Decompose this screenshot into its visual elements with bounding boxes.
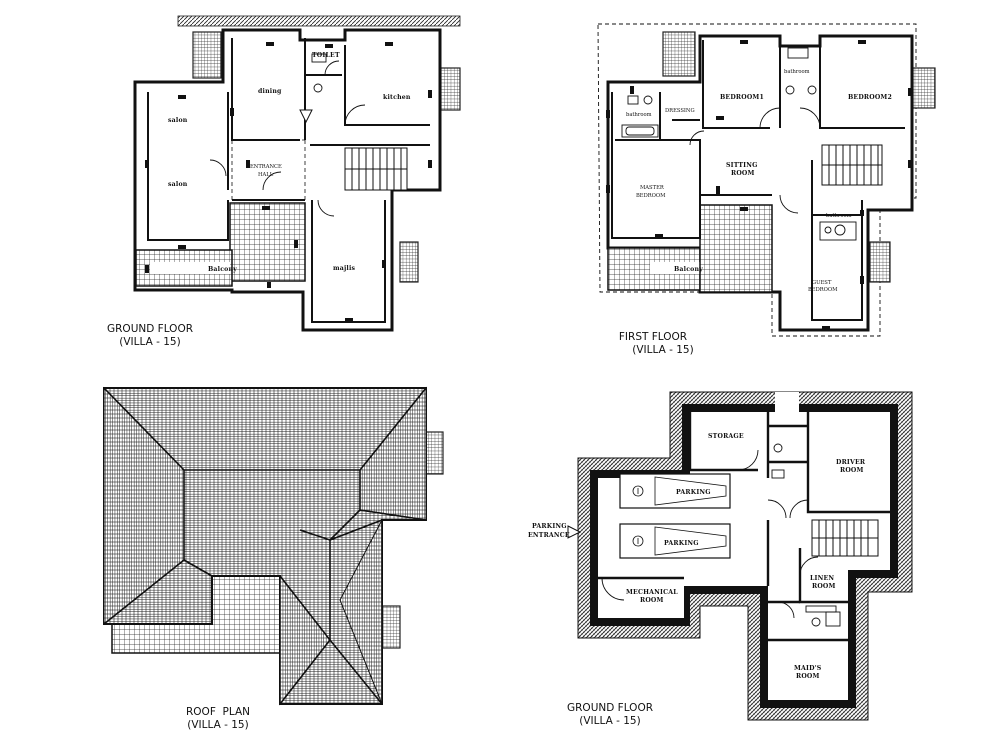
- room-label-bedroom1: BEDROOM1: [720, 94, 764, 101]
- ground-floor-caption: GROUND FLOOR (VILLA - 15): [95, 323, 205, 349]
- room-label-dining: dining: [258, 88, 282, 95]
- room-label-balcony: Balcony: [208, 266, 237, 273]
- room-label-linen-line1: LINEN: [810, 575, 834, 582]
- first-floor-subtitle: (VILLA - 15): [632, 344, 694, 356]
- room-label-bathroom-right: bathroom: [826, 213, 852, 219]
- room-label-mechanical-line2: ROOM: [640, 597, 664, 604]
- ground-floor-plan: dining TOILET kitchen salon salon ENTRAN…: [133, 15, 461, 332]
- room-label-maids-line2: ROOM: [796, 673, 820, 680]
- room-label-bedroom2: BEDROOM2: [848, 94, 892, 101]
- room-label-salon-2: salon: [168, 181, 188, 188]
- room-label-guest-line2: BEDROOM: [808, 287, 838, 293]
- first-floor-plan: bathroom BEDROOM1 BEDROOM2 bathroom DRES…: [597, 23, 936, 337]
- room-label-entrance-line1: PARKING: [532, 523, 567, 530]
- room-label-majlis: majlis: [333, 265, 355, 272]
- first-floor-caption: FIRST FLOOR (VILLA - 15): [598, 331, 708, 357]
- room-label-entrance-line2: HALL: [258, 172, 274, 178]
- room-label-toilet: TOILET: [312, 52, 340, 59]
- room-label-entrance-line2: ENTRANCE: [528, 532, 570, 539]
- roof-plan-subtitle: (VILLA - 15): [187, 719, 249, 731]
- basement-title: GROUND FLOOR: [567, 702, 653, 714]
- room-label-dressing: DRESSING: [665, 108, 695, 114]
- ground-floor-subtitle: (VILLA - 15): [119, 336, 181, 348]
- room-label-master-line1: MASTER: [640, 185, 665, 191]
- ground-floor-title: GROUND FLOOR: [107, 323, 193, 335]
- room-label-parking-2: PARKING: [664, 540, 699, 547]
- room-label-entrance-line1: ENTRANCE: [250, 164, 282, 170]
- room-label-parking-1: PARKING: [676, 489, 711, 496]
- room-label-mechanical-line1: MECHANICAL: [626, 589, 678, 596]
- basement-subtitle: (VILLA - 15): [579, 715, 641, 727]
- room-label-bathroom-top: bathroom: [784, 69, 810, 75]
- room-label-bathroom-left: bathroom: [626, 112, 652, 118]
- roof-plan: [103, 386, 444, 706]
- room-label-guest-line1: GUEST: [812, 280, 832, 286]
- room-label-kitchen: kitchen: [383, 94, 411, 101]
- room-label-sitting-line1: SITTING: [726, 162, 758, 169]
- basement-caption: GROUND FLOOR (VILLA - 15): [555, 702, 665, 728]
- roof-plan-title: ROOF PLAN: [186, 706, 250, 718]
- room-label-linen-line2: ROOM: [812, 583, 836, 590]
- room-label-driver-line1: DRIVER: [836, 459, 866, 466]
- room-label-maids-line1: MAID'S: [794, 665, 822, 672]
- room-label-balcony-ff: Balcony: [674, 266, 703, 273]
- room-label-driver-line2: ROOM: [840, 467, 864, 474]
- room-label-salon-1: salon: [168, 117, 188, 124]
- roof-plan-caption: ROOF PLAN (VILLA - 15): [168, 706, 268, 732]
- basement-plan: STORAGE DRIVER ROOM PARKING PARKING PARK…: [528, 391, 913, 721]
- room-label-storage: STORAGE: [708, 433, 744, 440]
- room-label-master-line2: BEDROOM: [636, 193, 666, 199]
- first-floor-title: FIRST FLOOR: [618, 331, 688, 343]
- room-label-sitting-line2: ROOM: [731, 170, 755, 177]
